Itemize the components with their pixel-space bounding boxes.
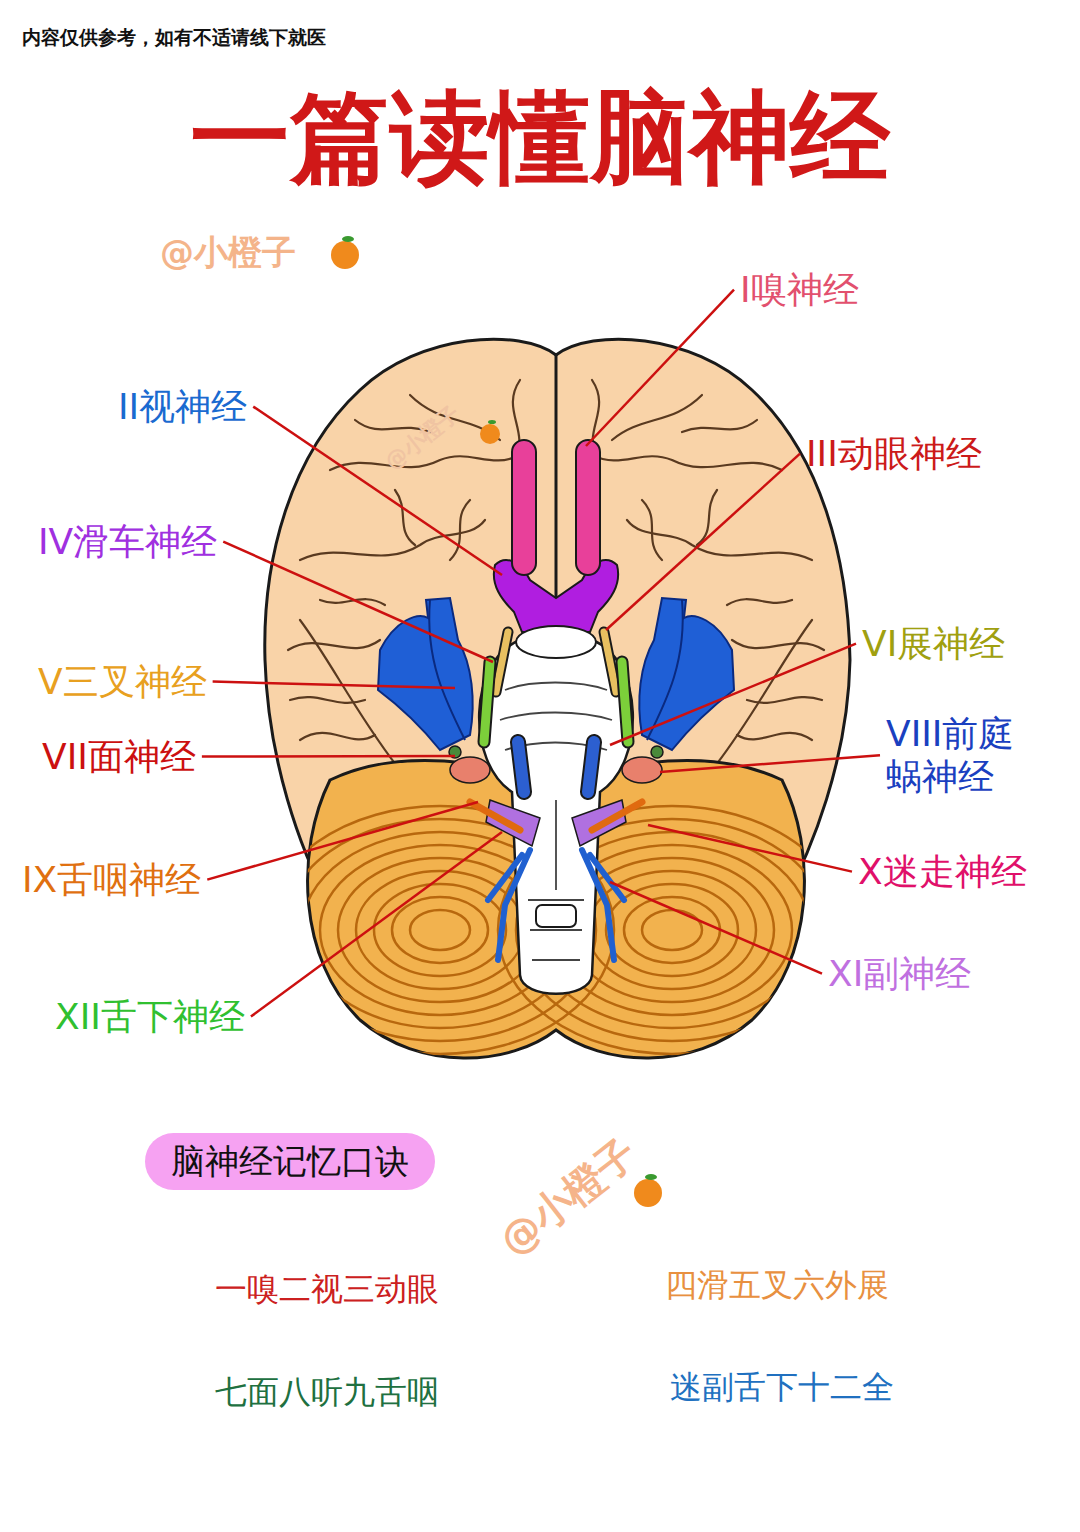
- nerve-label: VI展神经: [862, 622, 1005, 665]
- nerve-label: II视神经: [118, 385, 247, 428]
- leader-line: [610, 882, 822, 974]
- watermark: @小橙子: [160, 232, 296, 273]
- optic-chiasm: [494, 560, 618, 632]
- leader-line: [251, 832, 502, 1017]
- olfactory-bulb: [576, 440, 600, 575]
- nerve-roots: [449, 632, 540, 960]
- nerve-label: III动眼神经: [806, 432, 982, 475]
- olfactory-bulb: [512, 440, 536, 575]
- cerebellum: [308, 760, 805, 1058]
- leader-line: [253, 407, 502, 575]
- leader-line: [648, 825, 852, 872]
- nerve-label: IX舌咽神经: [22, 858, 201, 901]
- nerve-label: IV滑车神经: [38, 520, 217, 563]
- leader-line: [660, 755, 880, 772]
- nerve-label: XII舌下神经: [55, 995, 245, 1038]
- mnemonic-line: 迷副舌下十二全: [670, 1368, 894, 1406]
- nerve-label: I嗅神经: [740, 268, 859, 311]
- gyri: [288, 380, 520, 770]
- mnemonic-line: 一嗅二视三动眼: [215, 1270, 439, 1308]
- leader-line: [586, 290, 734, 446]
- watermark: @小橙子: [490, 1129, 646, 1265]
- title: 一篇读懂脑神经: [0, 78, 1080, 198]
- nerve-label: V三叉神经: [38, 660, 207, 703]
- mnemonic-line: 七面八听九舌咽: [215, 1373, 439, 1411]
- leader-line: [223, 542, 493, 662]
- temporal-structure: [378, 598, 473, 750]
- leader-line: [606, 454, 800, 630]
- leader-line: [207, 802, 478, 880]
- nerve-label: VII面神经: [42, 735, 196, 778]
- mnemonic-pill: 脑神经记忆口诀: [145, 1133, 435, 1190]
- mnemonic-line: 四滑五叉六外展: [665, 1266, 889, 1304]
- midline: [555, 355, 558, 600]
- nerve-label: VIII前庭 蜗神经: [886, 712, 1054, 798]
- nerve-label: XI副神经: [828, 952, 971, 995]
- disclaimer-note: 内容仅供参考，如有不适请线下就医: [22, 26, 326, 49]
- nerve-label: X迷走神经: [858, 850, 1027, 893]
- orange-icon: [331, 236, 662, 1207]
- leader-line: [610, 644, 856, 745]
- pill-text: 脑神经记忆口诀: [171, 1141, 409, 1182]
- leader-line: [202, 755, 455, 758]
- leader-line: [213, 682, 455, 688]
